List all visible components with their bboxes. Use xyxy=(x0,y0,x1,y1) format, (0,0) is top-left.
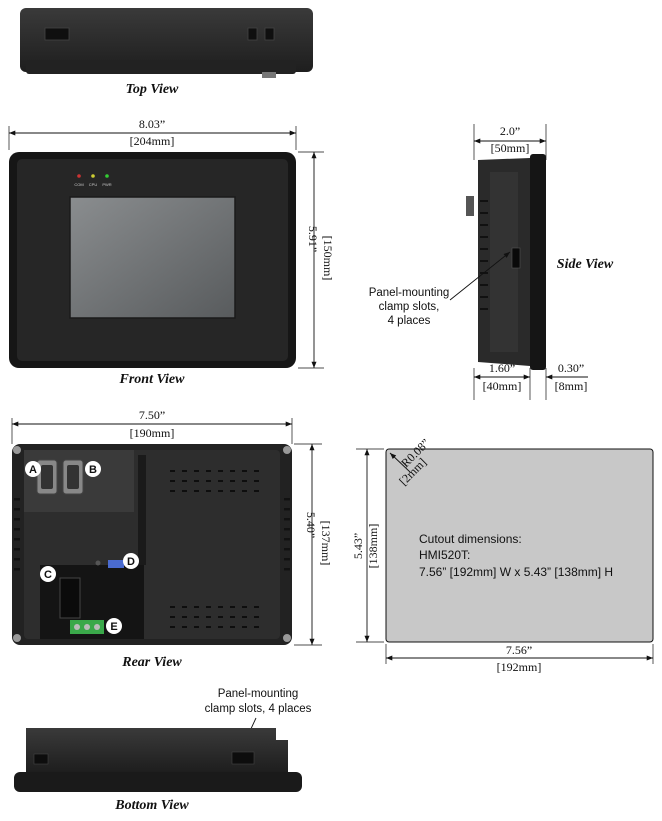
side-clamp-slot xyxy=(511,247,521,269)
bottom-view-slot-left xyxy=(33,753,49,765)
top-view-body xyxy=(20,8,313,72)
rear-height-mm: [137mm] xyxy=(319,521,333,566)
top-view: Top View xyxy=(20,8,313,97)
front-width-mm: [204mm] xyxy=(130,134,175,148)
rear-mode-switch xyxy=(108,560,124,568)
rear-screw-br xyxy=(283,634,291,642)
side-depth-mm: [50mm] xyxy=(491,141,530,155)
rear-height-in: 5.40” xyxy=(304,512,318,538)
side-note-line3: 4 places xyxy=(388,315,431,327)
rear-vent-grid-top xyxy=(170,470,259,492)
front-height-in: 5.91” xyxy=(306,226,320,252)
cutout-text-line1: Cutout dimensions: xyxy=(419,532,522,546)
side-bezel xyxy=(530,154,546,370)
rear-screw-bl xyxy=(13,634,21,642)
top-view-connector xyxy=(262,72,276,78)
side-body-in: 1.60” xyxy=(489,361,515,375)
top-view-slot-right-a xyxy=(247,27,258,41)
badge-b xyxy=(85,461,101,477)
cutout-text-line2: HMI520T: xyxy=(419,548,470,562)
cutout-height-mm: [138mm] xyxy=(366,524,380,569)
front-view: 8.03” [204mm] COM CPU PWR 5.91” [150mm] … xyxy=(8,117,335,387)
badge-e xyxy=(106,618,122,634)
front-screen xyxy=(69,196,236,319)
led-com-label: COM xyxy=(74,182,83,187)
badge-d xyxy=(123,553,139,569)
top-view-lower-lip xyxy=(26,60,296,74)
badge-c-label: C xyxy=(44,569,52,581)
cutout-text-line3: 7.56” [192mm] W x 5.43” [138mm] H xyxy=(419,565,613,579)
rear-terminal-screw-2 xyxy=(84,624,90,630)
rear-terminal-screw-1 xyxy=(74,624,80,630)
rear-battery-slot xyxy=(59,577,81,619)
cutout-height-in: 5.43” xyxy=(351,533,365,559)
side-view-title: Side View xyxy=(557,257,614,272)
bottom-view-title: Bottom View xyxy=(114,798,189,813)
rear-divider xyxy=(138,455,146,565)
rear-width-in: 7.50” xyxy=(139,408,165,422)
cutout-drawing: R0.08” [2mm] Cutout dimensions: HMI520T:… xyxy=(351,436,654,674)
led-cpu xyxy=(91,174,95,178)
led-pwr-label: PWR xyxy=(102,182,111,187)
side-note-arrow xyxy=(449,251,511,301)
badge-e-label: E xyxy=(110,621,117,633)
top-view-slot-right-b xyxy=(264,27,275,41)
side-depth-in: 2.0” xyxy=(500,124,520,138)
side-connector-top xyxy=(466,196,474,216)
rear-screw-tr xyxy=(283,446,291,454)
led-cpu-label: CPU xyxy=(89,182,98,187)
cutout-width-mm: [192mm] xyxy=(497,660,542,674)
top-view-title: Top View xyxy=(126,82,179,97)
side-note-line1: Panel-mounting xyxy=(369,287,450,299)
side-body-mm: [40mm] xyxy=(483,379,522,393)
rear-view-title: Rear View xyxy=(121,655,182,670)
led-pwr xyxy=(105,174,109,178)
bottom-view: Panel-mounting clamp slots, 4 places Bot… xyxy=(14,688,312,813)
badge-b-label: B xyxy=(89,464,97,476)
badge-a xyxy=(25,461,41,477)
side-bezel-in: 0.30” xyxy=(558,361,584,375)
bottom-note-line1: Panel-mounting xyxy=(218,688,299,700)
rear-view: 7.50” [190mm] xyxy=(11,408,333,670)
rear-screw-tl xyxy=(13,446,21,454)
bottom-view-bezel xyxy=(14,772,302,792)
rear-port-a-inner xyxy=(41,465,53,489)
rear-reset-button xyxy=(95,560,101,566)
cutout-width-in: 7.56” xyxy=(506,643,532,657)
front-width-in: 8.03” xyxy=(139,117,165,131)
side-bezel-mm: [8mm] xyxy=(555,379,588,393)
bottom-view-body xyxy=(26,728,288,772)
badge-c xyxy=(40,566,56,582)
side-note-line2: clamp slots, xyxy=(379,301,440,313)
front-view-title: Front View xyxy=(119,372,186,387)
rear-width-mm: [190mm] xyxy=(130,426,175,440)
bottom-note-line2: clamp slots, 4 places xyxy=(205,703,312,715)
cutout-radius-arrow xyxy=(389,452,411,473)
bottom-view-slot-right xyxy=(231,751,255,765)
rear-side-vents-left xyxy=(14,498,20,571)
rear-side-vents-right xyxy=(284,498,290,571)
rear-vent-grid-bottom xyxy=(170,606,259,628)
front-height-mm: [150mm] xyxy=(321,236,335,281)
badge-a-label: A xyxy=(29,464,37,476)
front-led-group: COM CPU PWR xyxy=(74,174,112,187)
led-com xyxy=(77,174,81,178)
cutout-rect xyxy=(385,448,654,643)
rear-port-b-inner xyxy=(67,465,79,489)
badge-d-label: D xyxy=(127,556,135,568)
top-view-slot-left xyxy=(44,27,70,41)
rear-terminal-screw-3 xyxy=(94,624,100,630)
side-view: 2.0” [50mm] Panel-mounting clamp slots, … xyxy=(369,124,614,400)
